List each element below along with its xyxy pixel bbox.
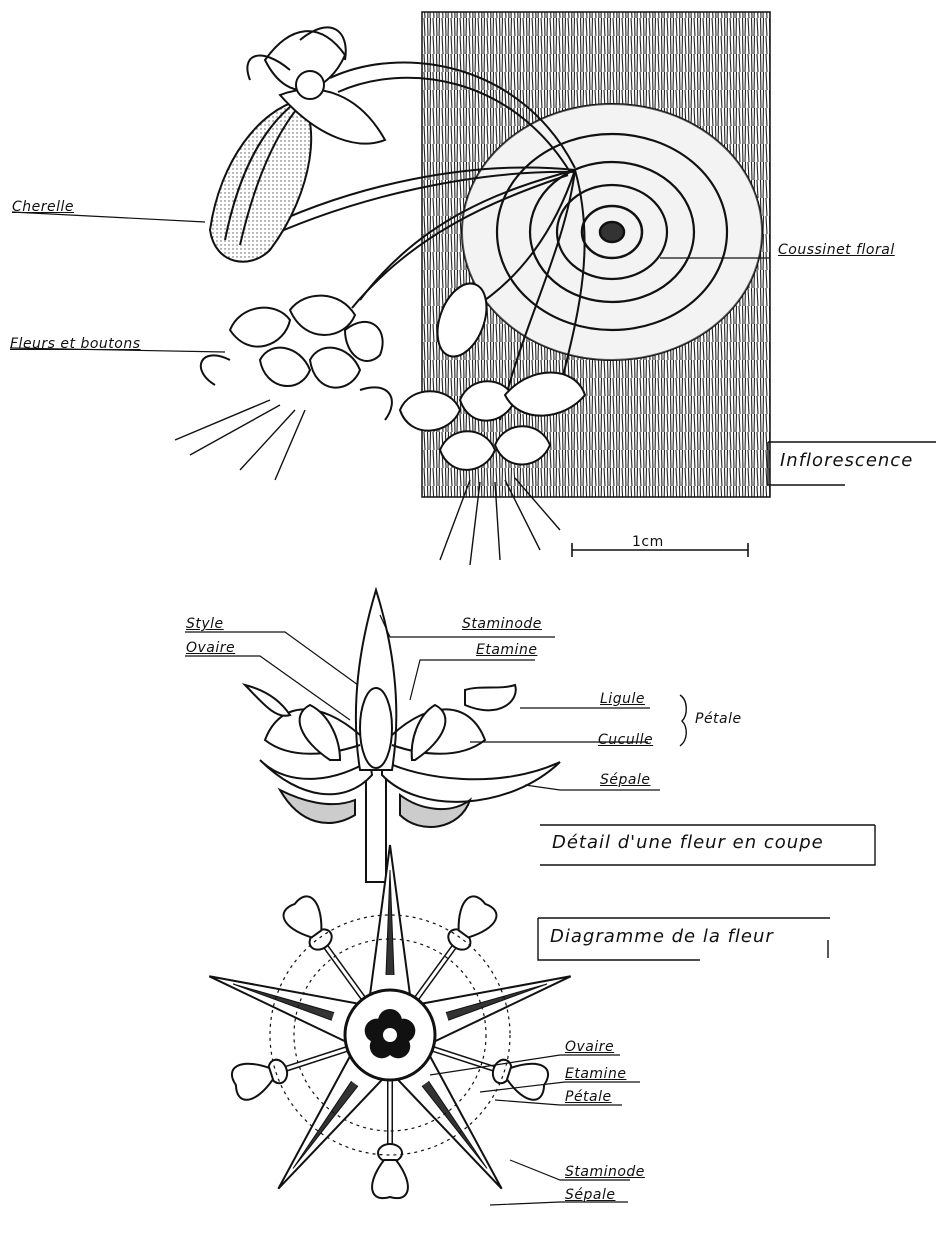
- label-sepale: Sépale: [600, 773, 650, 787]
- left-flower-cluster: [175, 296, 392, 480]
- floral-diagram: [203, 845, 577, 1200]
- sepal-midrib: [422, 1081, 490, 1171]
- diagram-label-etamine: Etamine: [565, 1067, 626, 1081]
- label-staminode: Staminode: [462, 617, 542, 631]
- petale-brace: [680, 695, 686, 746]
- cherelle-fruit: [210, 100, 311, 262]
- diagram-label-ovaire: Ovaire: [565, 1040, 614, 1054]
- floral-cushion: [462, 104, 762, 360]
- petal-claw-inner: [283, 1049, 347, 1070]
- label-coussinet-floral: Coussinet floral: [778, 243, 895, 257]
- sepal: [422, 957, 577, 1041]
- title-detail-coupe: Détail d'une fleur en coupe: [552, 834, 824, 852]
- label-cuculle: Cuculle: [598, 733, 653, 747]
- sepal-midrib: [290, 1081, 358, 1171]
- petal-claw-inner: [324, 944, 363, 998]
- petal-ligule: [372, 1160, 408, 1198]
- label-fleurs-et-boutons: Fleurs et boutons: [10, 337, 141, 351]
- section-leader-lines: [185, 615, 660, 790]
- flower-section: [245, 590, 560, 882]
- label-style: Style: [186, 617, 224, 631]
- label-etamine: Etamine: [476, 643, 537, 657]
- ovary-axis: [383, 1028, 397, 1042]
- label-petale: Pétale: [695, 712, 742, 726]
- diagram-label-sepale: Sépale: [565, 1188, 615, 1202]
- diagram-label-petale: Pétale: [565, 1090, 612, 1104]
- title-inflorescence: Inflorescence: [780, 452, 913, 470]
- diagram-label-staminode: Staminode: [565, 1165, 645, 1179]
- petal: [372, 1080, 408, 1198]
- label-ovaire: Ovaire: [186, 641, 235, 655]
- title-diagramme: Diagramme de la fleur: [550, 928, 774, 946]
- sepal: [203, 957, 358, 1041]
- label-ligule: Ligule: [600, 692, 645, 706]
- petal-claw-inner: [416, 944, 455, 998]
- scale-label: 1cm: [632, 535, 664, 549]
- label-cherelle: Cherelle: [12, 200, 74, 214]
